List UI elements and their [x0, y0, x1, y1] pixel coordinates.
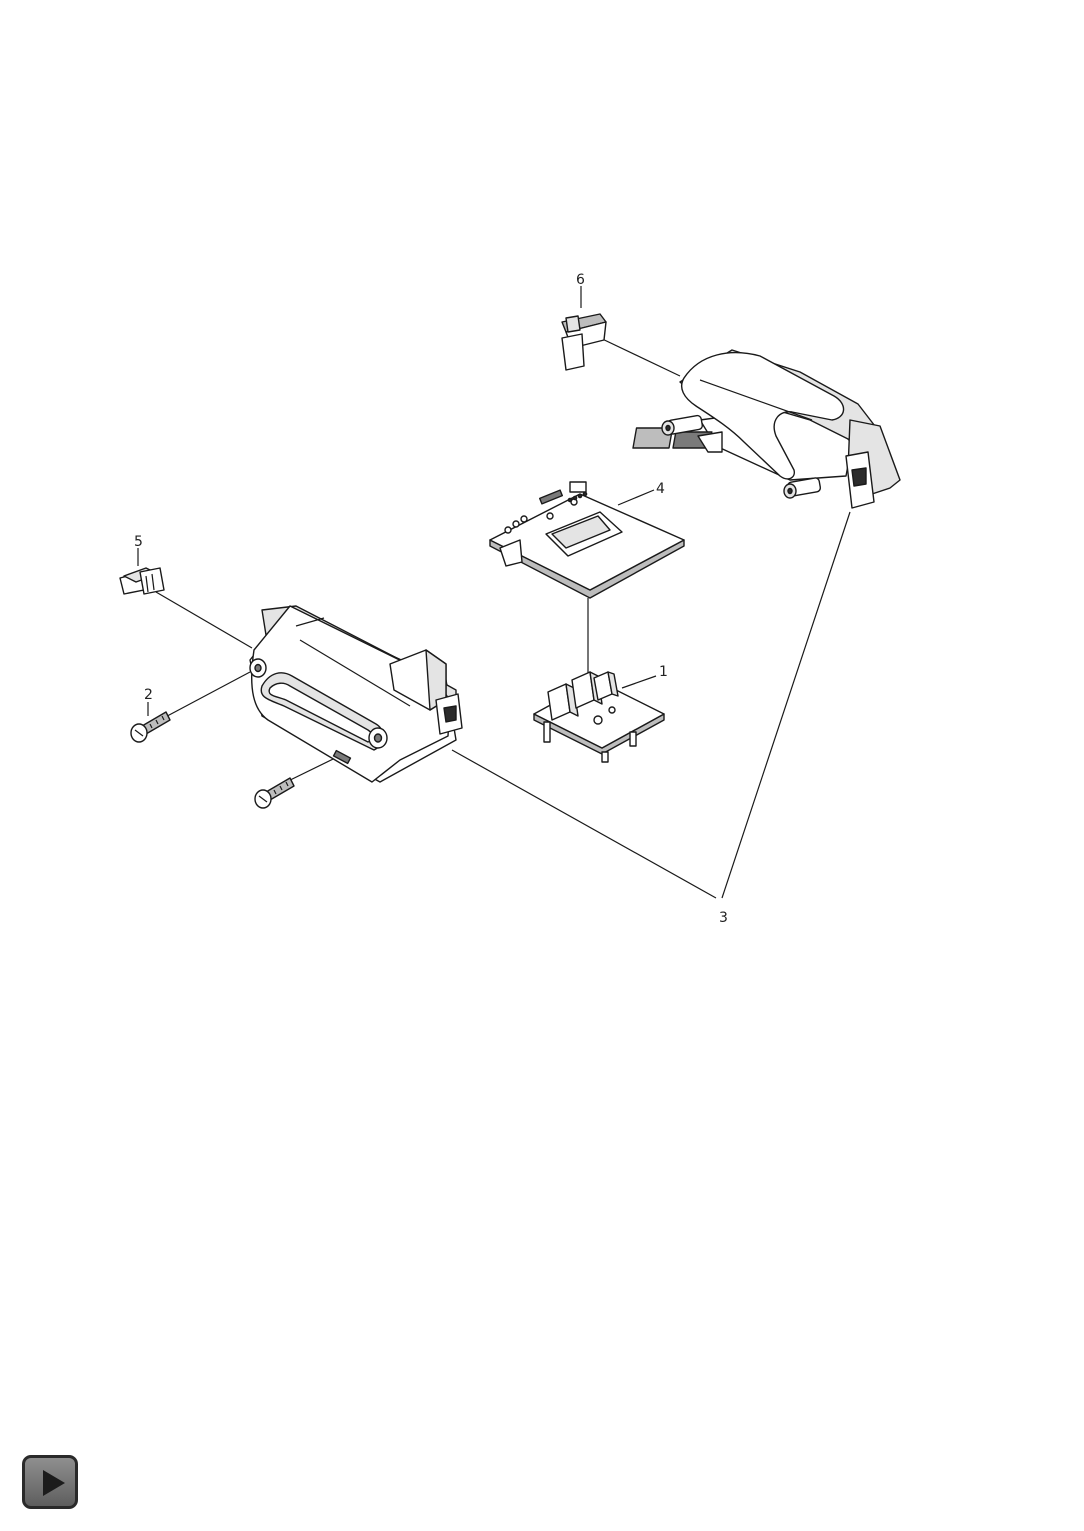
callout-6: 6 — [576, 272, 585, 288]
callout-4: 4 — [656, 481, 665, 497]
play-button[interactable] — [22, 1455, 78, 1509]
part-3-lower-housing — [249, 605, 463, 783]
callout-2: 2 — [144, 687, 153, 703]
part-1-base-plate — [533, 671, 665, 763]
part-4-pcb — [489, 481, 685, 599]
part-3-upper-housing — [632, 349, 901, 509]
part-6-clip — [561, 313, 607, 371]
callout-1: 1 — [659, 664, 668, 680]
part-2-screw-upper — [130, 711, 171, 743]
play-icon — [43, 1470, 65, 1496]
callout-5: 5 — [134, 534, 143, 550]
part-2-screw-lower — [254, 777, 295, 809]
callout-3: 3 — [719, 910, 728, 926]
part-5-clip — [119, 567, 165, 595]
